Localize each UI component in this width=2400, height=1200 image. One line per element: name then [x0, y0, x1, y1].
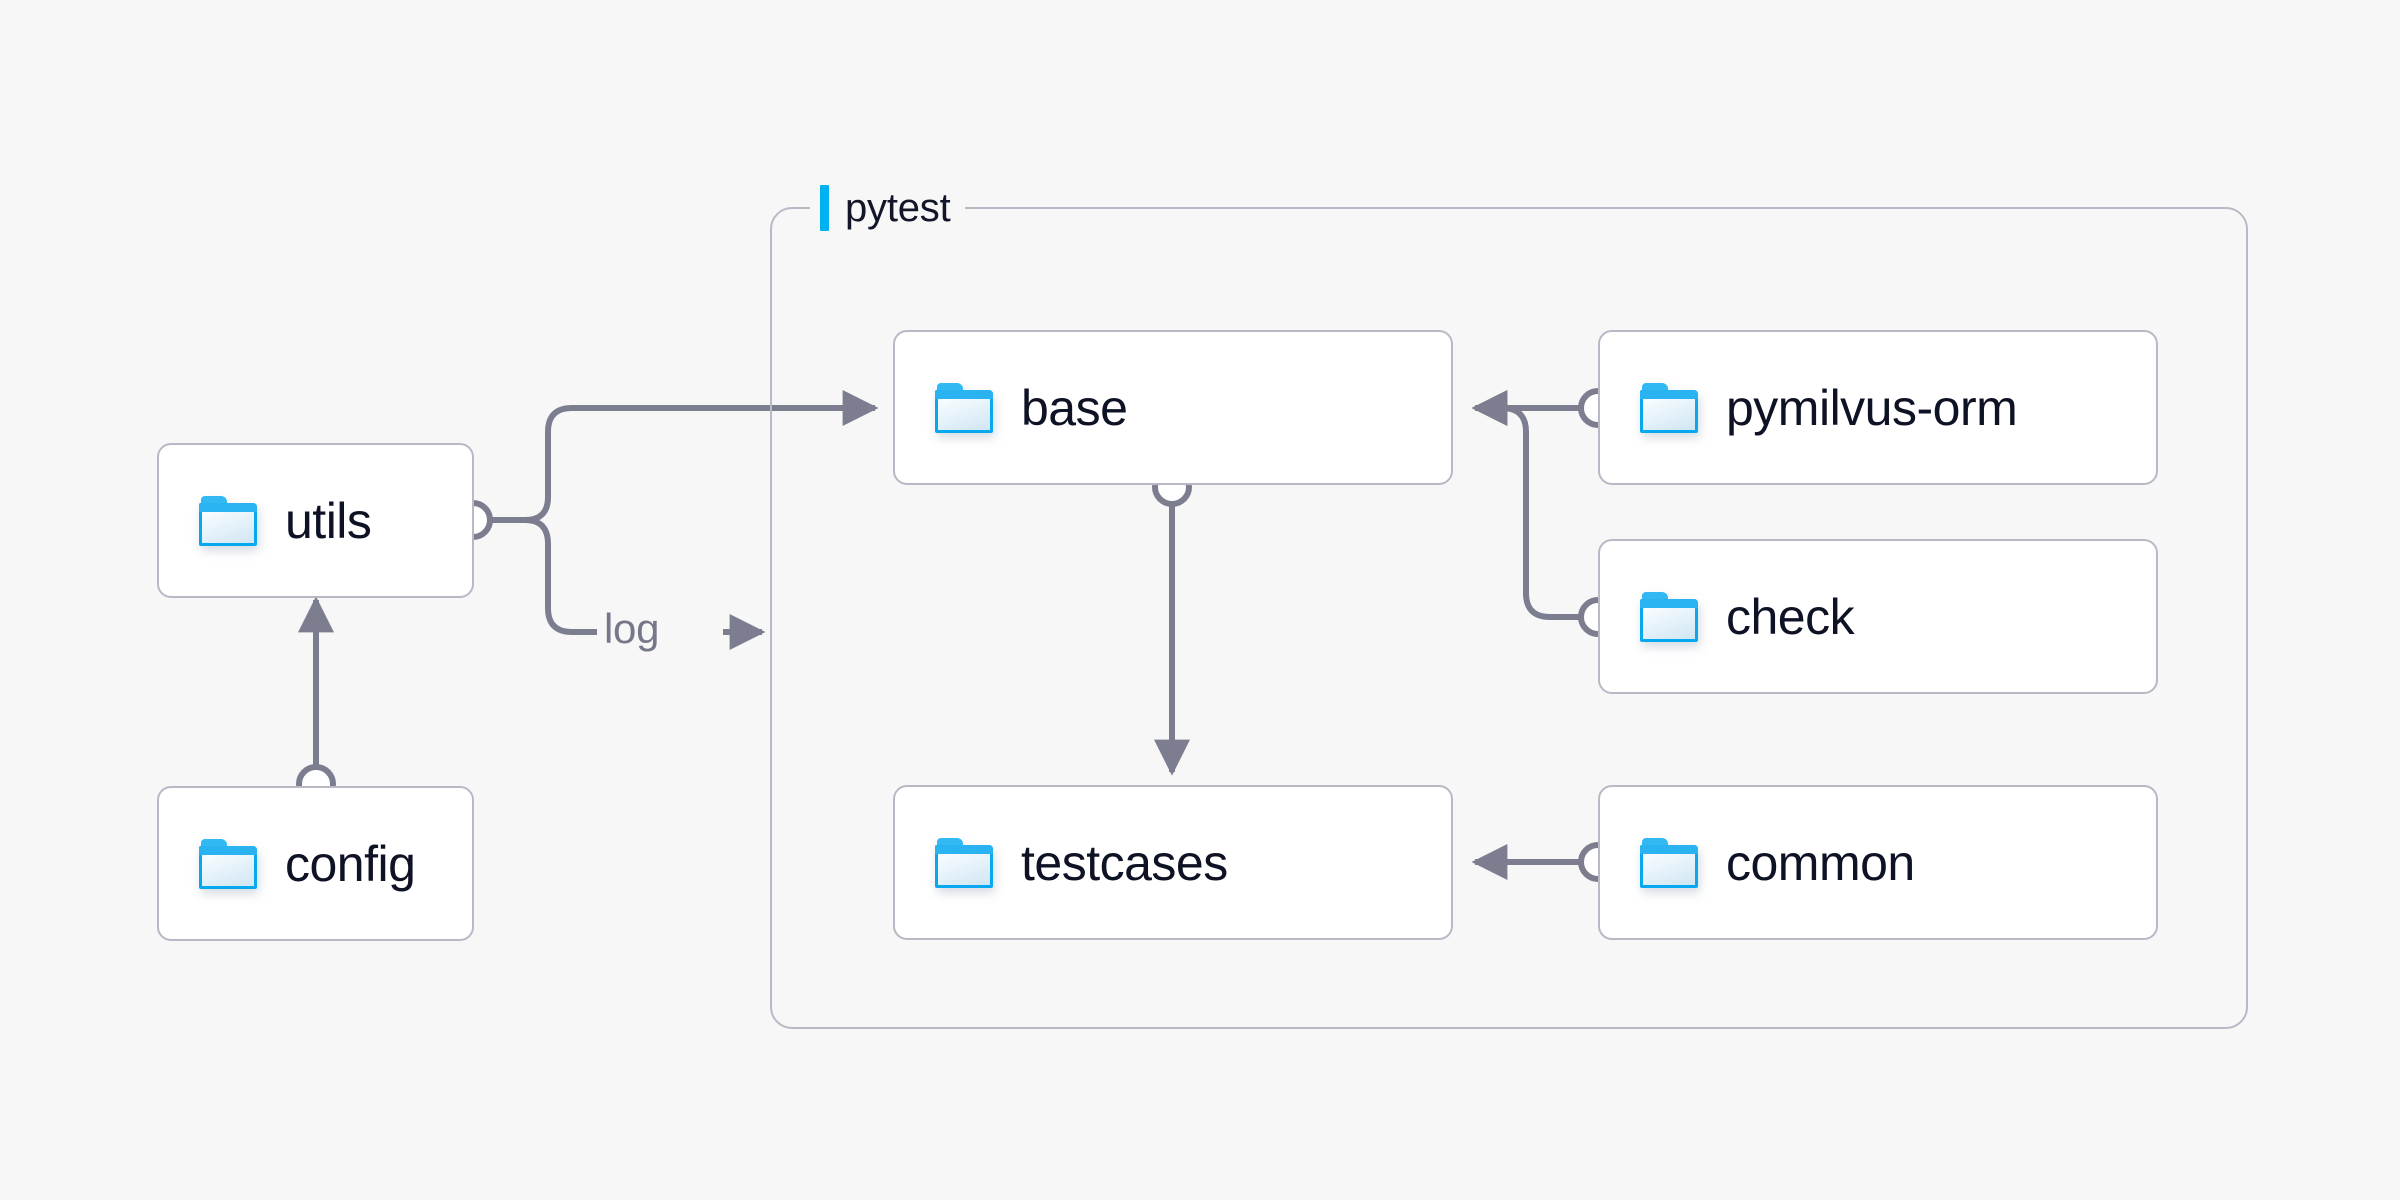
node-common[interactable]: common [1598, 785, 2158, 940]
node-config-label: config [285, 835, 416, 892]
folder-icon [1640, 382, 1698, 433]
folder-icon [199, 838, 257, 889]
node-utils-label: utils [285, 492, 372, 549]
node-common-label: common [1726, 834, 1915, 891]
node-utils[interactable]: utils [157, 443, 474, 598]
folder-icon [1640, 837, 1698, 888]
node-pymilvus-orm-label: pymilvus-orm [1726, 379, 2018, 436]
folder-icon [935, 382, 993, 433]
node-testcases[interactable]: testcases [893, 785, 1453, 940]
node-pymilvus-orm[interactable]: pymilvus-orm [1598, 330, 2158, 485]
group-pytest[interactable] [770, 207, 2248, 1029]
node-base-label: base [1021, 379, 1128, 436]
group-pytest-title: pytest [845, 185, 951, 230]
node-check-label: check [1726, 588, 1855, 645]
folder-icon [1640, 591, 1698, 642]
folder-icon [935, 837, 993, 888]
folder-icon [199, 495, 257, 546]
node-base[interactable]: base [893, 330, 1453, 485]
node-testcases-label: testcases [1021, 834, 1228, 891]
node-config[interactable]: config [157, 786, 474, 941]
node-check[interactable]: check [1598, 539, 2158, 694]
edge-label-log: log [604, 605, 660, 652]
group-pytest-label: pytest [810, 180, 965, 236]
group-accent-bar-icon [820, 185, 829, 231]
edge-config-to-utils [296, 596, 336, 804]
